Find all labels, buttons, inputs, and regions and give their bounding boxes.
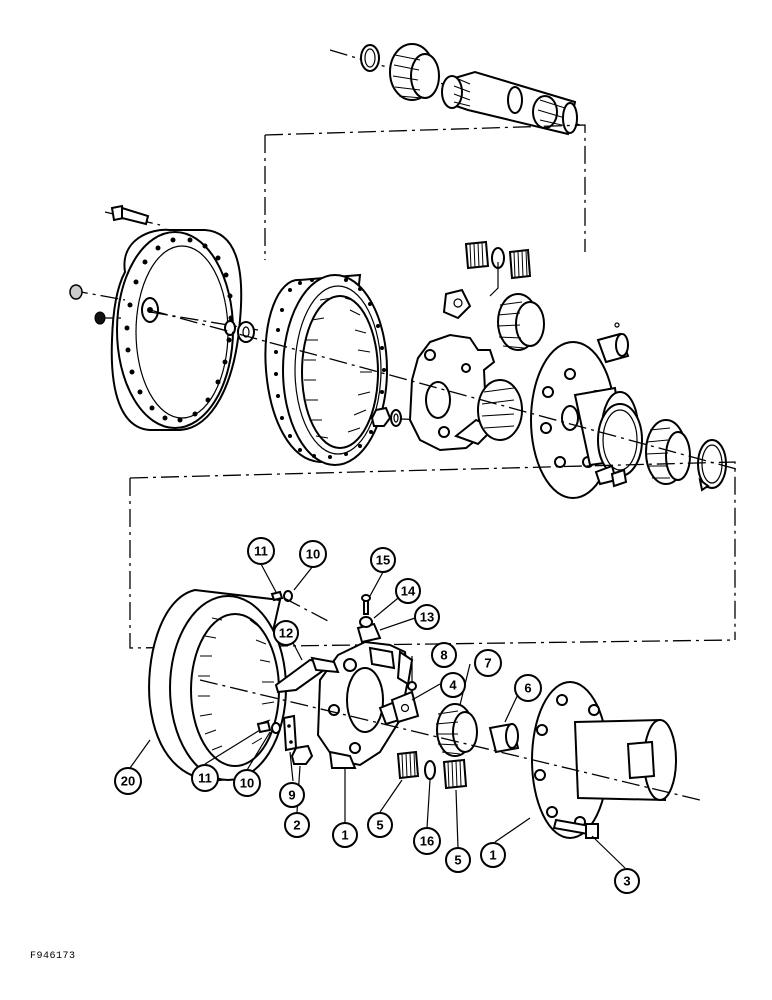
lock-plate-13 <box>356 594 382 644</box>
needle-bearing-5a <box>396 750 420 780</box>
callout-10-lower: 10 <box>233 769 261 797</box>
thrust-washer <box>442 288 472 320</box>
planet-pin-upper <box>596 322 630 364</box>
callout-15: 15 <box>370 547 396 573</box>
thrust-washer-4 <box>390 690 420 724</box>
callout-label: 3 <box>623 874 630 889</box>
callout-2: 2 <box>284 812 310 838</box>
callout-label: 11 <box>254 544 268 559</box>
callout-20: 20 <box>114 767 142 795</box>
callout-3: 3 <box>614 868 640 894</box>
callout-1-hub: 1 <box>480 842 506 868</box>
callout-label: 8 <box>440 648 447 663</box>
callout-1-carrier: 1 <box>332 822 358 848</box>
callout-label: 13 <box>420 610 434 625</box>
spindle-hub-1 <box>531 681 677 839</box>
callout-label: 5 <box>376 818 383 833</box>
output-gear <box>645 419 691 485</box>
callout-label: 11 <box>198 771 212 786</box>
axle-shaft <box>441 70 578 136</box>
callout-label: 1 <box>341 828 348 843</box>
callout-10-upper: 10 <box>299 540 327 568</box>
planet-gear-upper <box>496 293 545 351</box>
cover-bolt <box>104 204 161 226</box>
callout-5-left: 5 <box>367 812 393 838</box>
callout-16: 16 <box>413 827 441 855</box>
callout-label: 16 <box>420 834 434 849</box>
callout-12: 12 <box>273 620 299 646</box>
callout-label: 15 <box>376 553 390 568</box>
callout-label: 20 <box>121 774 135 789</box>
ring-8 <box>407 681 417 691</box>
callout-5-right: 5 <box>445 847 471 873</box>
wheel-bolt-3 <box>552 818 599 839</box>
callout-label: 12 <box>279 626 293 641</box>
ring-gear-housing <box>264 273 388 466</box>
end-cover <box>110 228 243 431</box>
callout-label: 6 <box>524 681 531 696</box>
sun-gear-center <box>477 379 523 441</box>
drain-plug <box>224 320 255 343</box>
callout-label: 10 <box>306 547 320 562</box>
retaining-ring-right <box>697 439 727 492</box>
ring-gear-20 <box>148 588 287 782</box>
plug-left <box>69 284 106 325</box>
top-assembly <box>69 43 741 640</box>
callout-9: 9 <box>279 782 305 808</box>
bolt-11-upper <box>270 590 293 602</box>
callout-8: 8 <box>431 642 457 668</box>
nut-washer <box>370 406 402 427</box>
callout-11-lower: 11 <box>191 764 219 792</box>
callout-6: 6 <box>514 674 542 702</box>
planet-gear-7 <box>435 703 478 757</box>
clamp-ring <box>594 403 643 488</box>
callout-label: 1 <box>489 848 496 863</box>
needle-bearings-upper <box>464 240 532 280</box>
washer-16 <box>424 760 436 780</box>
callout-4: 4 <box>440 672 466 698</box>
callout-label: 7 <box>484 656 491 671</box>
callout-label: 9 <box>288 788 295 803</box>
callout-14: 14 <box>395 578 421 604</box>
figure-code: F946173 <box>30 951 76 962</box>
callout-label: 14 <box>401 584 416 599</box>
plate-9 <box>282 714 298 752</box>
nut-2 <box>290 744 314 765</box>
callout-label: 10 <box>240 776 254 791</box>
brace-12 <box>274 656 340 694</box>
bolt-11-lower <box>256 720 281 734</box>
snap-ring-upper <box>360 44 380 72</box>
callout-label: 5 <box>454 853 461 868</box>
needle-bearing-5b <box>442 758 468 790</box>
callout-11-upper: 11 <box>247 537 275 565</box>
callout-13: 13 <box>414 604 440 630</box>
bottom-assembly <box>129 478 736 839</box>
callout-7: 7 <box>474 649 502 677</box>
callout-label: 4 <box>449 678 457 693</box>
sun-gear-upper <box>389 43 440 101</box>
planet-carrier-1 <box>316 640 414 769</box>
callout-label: 2 <box>293 818 300 833</box>
planet-pin-6 <box>488 722 520 754</box>
